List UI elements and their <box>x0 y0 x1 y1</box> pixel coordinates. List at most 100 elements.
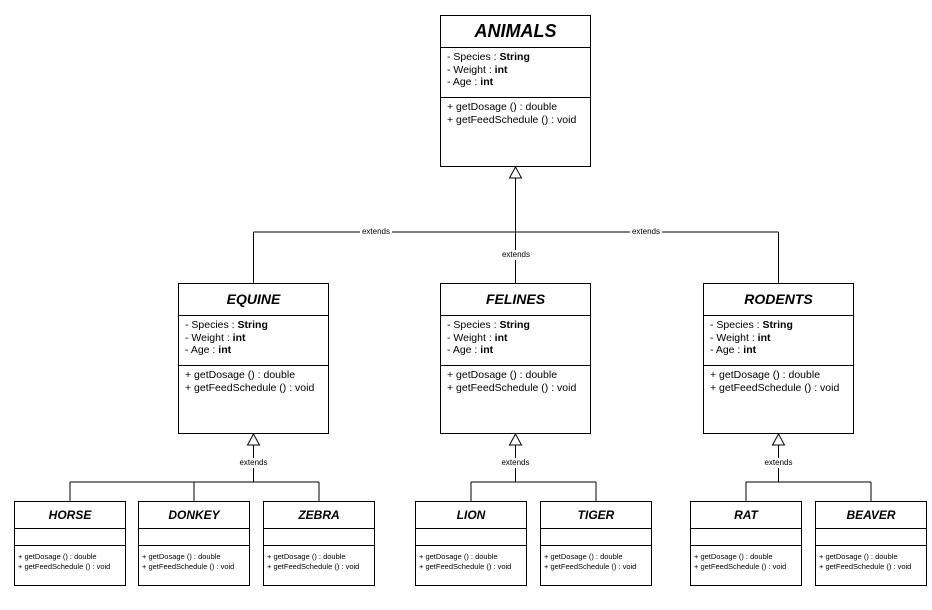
method-compartment: + getDosage () : double+ getFeedSchedule… <box>264 546 374 571</box>
attribute-compartment <box>15 529 125 546</box>
attribute-name: - Weight : <box>447 331 495 344</box>
class-equine[interactable]: EQUINE- Species : String- Weight : int- … <box>178 283 329 434</box>
attribute-type: int <box>494 63 508 76</box>
class-rodents[interactable]: RODENTS- Species : String- Weight : int-… <box>703 283 854 434</box>
method-compartment: + getDosage () : double+ getFeedSchedule… <box>816 546 926 571</box>
attribute-row: - Species : String <box>185 319 328 332</box>
attribute-compartment: - Species : String- Weight : int- Age : … <box>441 48 590 98</box>
method-compartment: + getDosage () : double+ getFeedSchedule… <box>15 546 125 571</box>
method-row: + getDosage () : double <box>18 552 97 561</box>
attribute-row: - Weight : int <box>447 64 590 77</box>
method-row: + getDosage () : double <box>447 369 558 381</box>
attribute-row: - Species : String <box>447 319 590 332</box>
method-row: + getFeedSchedule () : void <box>819 561 912 571</box>
attribute-row: - Age : int <box>447 344 590 357</box>
method-row: + getFeedSchedule () : void <box>710 381 840 394</box>
inheritance-arrow <box>508 432 523 446</box>
attribute-compartment <box>139 529 249 546</box>
class-name: FELINES <box>441 284 590 316</box>
attribute-type: int <box>218 344 232 356</box>
attribute-name: - Species : <box>447 319 500 331</box>
method-row: + getFeedSchedule () : void <box>447 381 577 394</box>
attribute-type: int <box>757 331 771 344</box>
attribute-compartment: - Species : String- Weight : int- Age : … <box>704 316 853 366</box>
class-rat[interactable]: RAT+ getDosage () : double+ getFeedSched… <box>690 501 802 586</box>
attribute-type: int <box>480 76 494 88</box>
inheritance-arrow <box>508 165 523 179</box>
method-compartment: + getDosage () : double+ getFeedSchedule… <box>139 546 249 571</box>
attribute-row: - Weight : int <box>447 332 590 345</box>
method-row: + getDosage () : double <box>710 369 821 381</box>
attribute-name: - Species : <box>710 319 763 331</box>
attribute-name: - Age : <box>447 344 481 356</box>
extends-label: extends <box>237 458 270 468</box>
method-row: + getDosage () : double <box>819 552 898 561</box>
attribute-type: String <box>237 319 268 331</box>
attribute-compartment <box>816 529 926 546</box>
attribute-compartment: - Species : String- Weight : int- Age : … <box>441 316 590 366</box>
attribute-row: - Weight : int <box>710 332 853 345</box>
method-row: + getFeedSchedule () : void <box>185 381 315 394</box>
method-compartment: + getDosage () : double+ getFeedSchedule… <box>441 98 590 126</box>
class-name: EQUINE <box>179 284 328 316</box>
attribute-type: String <box>762 319 793 331</box>
attribute-type: int <box>232 331 246 344</box>
method-compartment: + getDosage () : double+ getFeedSchedule… <box>541 546 651 571</box>
attribute-compartment <box>541 529 651 546</box>
method-compartment: + getDosage () : double+ getFeedSchedule… <box>704 366 853 394</box>
attribute-row: - Age : int <box>447 76 590 89</box>
attribute-type: int <box>743 344 757 356</box>
method-row: + getDosage () : double <box>185 369 296 381</box>
inheritance-arrow <box>246 432 261 446</box>
method-row: + getFeedSchedule () : void <box>18 561 111 571</box>
class-donkey[interactable]: DONKEY + getDosage () : double+ getFeedSc… <box>138 501 250 586</box>
extends-label: extends <box>629 227 663 237</box>
attribute-row: - Species : String <box>710 319 853 332</box>
method-row: + getFeedSchedule () : void <box>447 113 577 126</box>
class-name: RAT <box>691 502 801 529</box>
attribute-row: - Age : int <box>710 344 853 357</box>
method-row: + getFeedSchedule () : void <box>419 561 512 571</box>
class-tiger[interactable]: TIGER + getDosage () : double+ getFeedSch… <box>540 501 652 586</box>
class-name: ANIMALS <box>441 16 590 48</box>
method-compartment: + getDosage () : double+ getFeedSchedule… <box>179 366 328 394</box>
class-name: TIGER <box>541 502 651 529</box>
method-row: + getDosage () : double <box>419 552 498 561</box>
extends-label: extends <box>762 458 795 468</box>
attribute-name: - Species : <box>185 319 238 331</box>
class-beaver[interactable]: BEAVER + getDosage () : double+ getFeedSc… <box>815 501 927 586</box>
class-name: DONKEY <box>139 502 249 529</box>
attribute-name: - Age : <box>185 344 219 356</box>
attribute-name: - Weight : <box>185 331 233 344</box>
attribute-type: int <box>494 331 508 344</box>
class-horse[interactable]: HORSE + getDosage () : double+ getFeedSch… <box>14 501 126 586</box>
inheritance-arrow <box>771 432 786 446</box>
method-row: + getDosage () : double <box>142 552 221 561</box>
method-row: + getDosage () : double <box>267 552 346 561</box>
class-felines[interactable]: FELINES- Species : String- Weight : int-… <box>440 283 591 434</box>
attribute-name: - Age : <box>447 76 481 88</box>
attribute-row: - Weight : int <box>185 332 328 345</box>
class-name: HORSE <box>15 502 125 529</box>
class-animals[interactable]: ANIMALS- Species : String- Weight : int-… <box>440 15 591 167</box>
method-row: + getFeedSchedule () : void <box>142 561 235 571</box>
attribute-name: - Species : <box>447 51 500 63</box>
class-name: BEAVER <box>816 502 926 529</box>
attribute-compartment: - Species : String- Weight : int- Age : … <box>179 316 328 366</box>
attribute-name: - Age : <box>710 344 744 356</box>
class-zebra[interactable]: ZEBRA + getDosage () : double+ getFeedSch… <box>263 501 375 586</box>
method-compartment: + getDosage () : double+ getFeedSchedule… <box>416 546 526 571</box>
attribute-compartment <box>416 529 526 546</box>
attribute-row: - Age : int <box>185 344 328 357</box>
class-lion[interactable]: LION+ getDosage () : double+ getFeedSche… <box>415 501 527 586</box>
attribute-name: - Weight : <box>447 63 495 76</box>
class-name: ZEBRA <box>264 502 374 529</box>
extends-label: extends <box>499 250 533 260</box>
attribute-type: String <box>499 51 530 63</box>
attribute-type: String <box>499 319 530 331</box>
attribute-row: - Species : String <box>447 51 590 64</box>
attribute-type: int <box>480 344 494 356</box>
class-name: RODENTS <box>704 284 853 316</box>
method-row: + getFeedSchedule () : void <box>267 561 360 571</box>
